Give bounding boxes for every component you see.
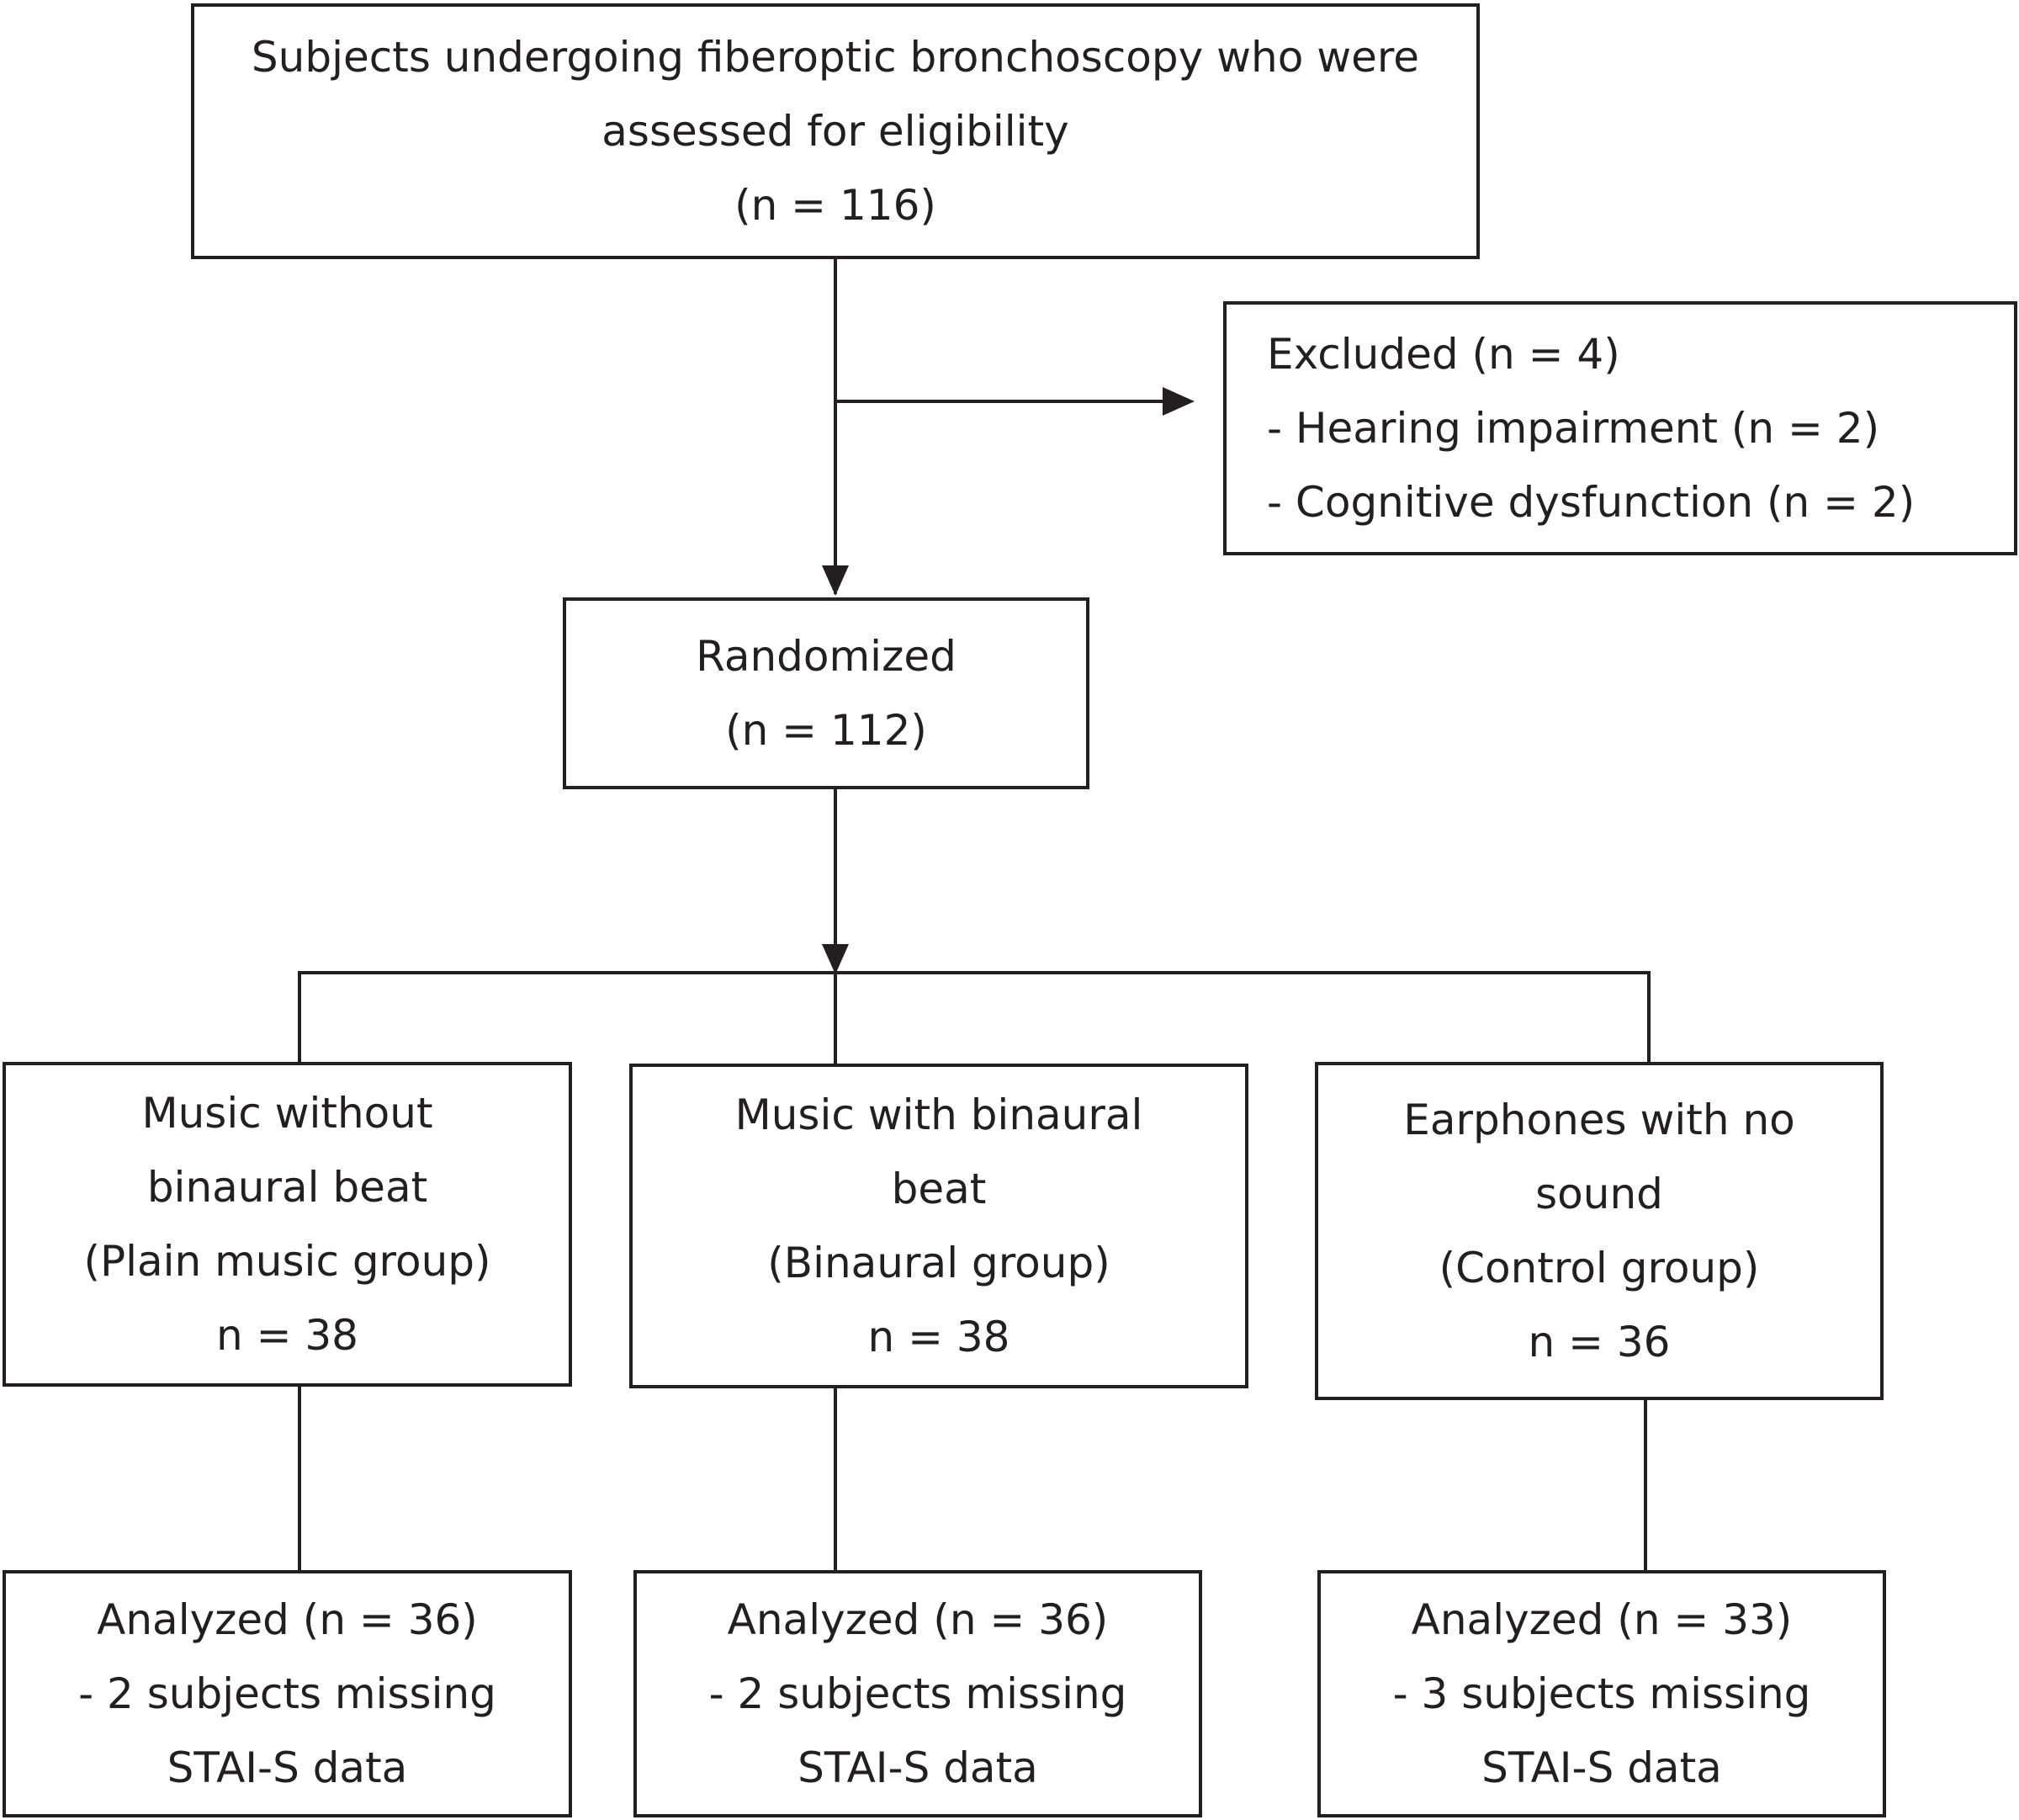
group-plain-name: (Plain music group) [83, 1237, 491, 1286]
analyzed-box-plain-music: Analyzed (n = 36) - 2 subjects missing S… [3, 1570, 572, 1817]
excluded-box: Excluded (n = 4) - Hearing impairment (n… [1223, 301, 2017, 555]
eligibility-line-2: assessed for eligibility [601, 107, 1069, 156]
arrowhead-excluded [1163, 387, 1195, 416]
group-control-name: (Control group) [1439, 1244, 1760, 1292]
randomized-count: (n = 112) [725, 706, 927, 755]
analyzed-binaural-data: STAI-S data [798, 1743, 1038, 1792]
group-plain-count: n = 38 [216, 1311, 358, 1360]
analyzed-control-data: STAI-S data [1481, 1743, 1722, 1792]
group-binaural-line-2: beat [891, 1165, 987, 1213]
arrowhead-split [822, 944, 849, 974]
eligibility-count: (n = 116) [734, 181, 936, 230]
arrowhead-randomized [822, 565, 849, 596]
analyzed-binaural-missing: - 2 subjects missing [708, 1669, 1127, 1718]
group-control-line-1: Earphones with no [1403, 1096, 1795, 1144]
excluded-reason-cognitive: - Cognitive dysfunction (n = 2) [1267, 478, 1916, 527]
analyzed-box-binaural: Analyzed (n = 36) - 2 subjects missing S… [633, 1570, 1202, 1817]
analyzed-plain-data: STAI-S data [167, 1743, 408, 1792]
eligibility-line-1: Subjects undergoing fiberoptic bronchosc… [251, 33, 1420, 82]
group-box-binaural: Music with binaural beat (Binaural group… [629, 1064, 1248, 1388]
analyzed-binaural-count: Analyzed (n = 36) [727, 1595, 1109, 1644]
excluded-title: Excluded (n = 4) [1267, 330, 1620, 379]
group-binaural-line-1: Music with binaural [734, 1090, 1143, 1139]
group-box-plain-music: Music without binaural beat (Plain music… [3, 1062, 572, 1387]
randomized-label: Randomized [696, 632, 957, 681]
randomized-box: Randomized (n = 112) [563, 597, 1089, 789]
analyzed-control-count: Analyzed (n = 33) [1411, 1595, 1793, 1644]
analyzed-control-missing: - 3 subjects missing [1392, 1669, 1811, 1718]
analyzed-plain-missing: - 2 subjects missing [78, 1669, 496, 1718]
group-plain-line-2: binaural beat [146, 1163, 428, 1212]
group-plain-line-1: Music without [141, 1089, 433, 1138]
group-binaural-count: n = 38 [867, 1313, 1010, 1361]
group-binaural-name: (Binaural group) [767, 1239, 1110, 1287]
analyzed-box-control: Analyzed (n = 33) - 3 subjects missing S… [1317, 1570, 1886, 1817]
excluded-reason-hearing: - Hearing impairment (n = 2) [1267, 404, 1880, 453]
group-control-line-2: sound [1535, 1170, 1663, 1218]
analyzed-plain-count: Analyzed (n = 36) [97, 1595, 478, 1644]
group-control-count: n = 36 [1528, 1318, 1671, 1366]
eligibility-box: Subjects undergoing fiberoptic bronchosc… [191, 3, 1480, 259]
group-box-control: Earphones with no sound (Control group) … [1315, 1062, 1884, 1400]
